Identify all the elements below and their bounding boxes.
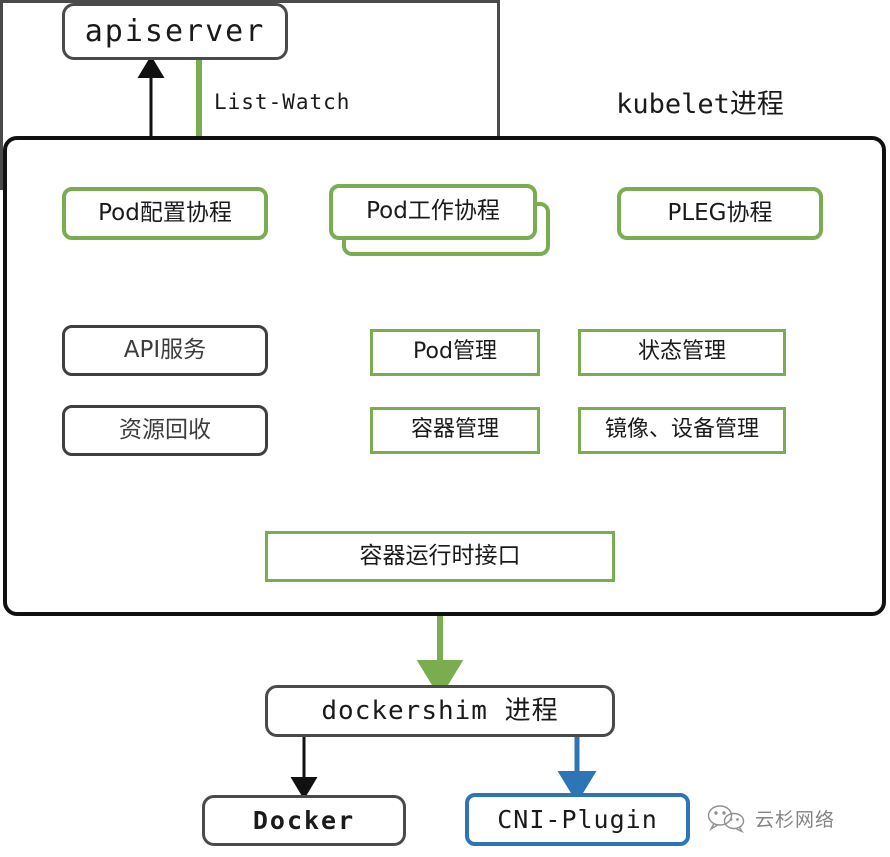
node-pod-config-coroutine[interactable]: Pod配置协程: [62, 187, 268, 240]
node-pleg-coroutine[interactable]: PLEG协程: [617, 187, 823, 240]
wechat-bubble-icon: [707, 805, 745, 833]
node-pod-manager[interactable]: Pod管理: [370, 329, 540, 376]
node-resource-recycle[interactable]: 资源回收: [62, 405, 268, 456]
node-docker[interactable]: Docker: [202, 795, 406, 846]
node-pod-worker-coroutine[interactable]: Pod工作协程: [329, 184, 537, 240]
watermark: 云杉网络: [706, 798, 881, 838]
node-container-manager[interactable]: 容器管理: [370, 407, 540, 454]
edge-label-list-watch: List-Watch: [214, 90, 351, 114]
node-status-manager[interactable]: 状态管理: [578, 329, 786, 376]
node-dockershim-process[interactable]: dockershim 进程: [265, 685, 615, 737]
node-api-service[interactable]: API服务: [62, 325, 268, 376]
kubelet-process-title: kubelet进程: [616, 88, 784, 120]
watermark-text: 云杉网络: [755, 808, 836, 831]
node-image-device-manager[interactable]: 镜像、设备管理: [578, 407, 786, 454]
node-cni-plugin[interactable]: CNI-Plugin: [465, 793, 690, 846]
node-container-runtime-interface[interactable]: 容器运行时接口: [265, 531, 615, 582]
node-apiserver[interactable]: apiserver: [62, 3, 288, 60]
